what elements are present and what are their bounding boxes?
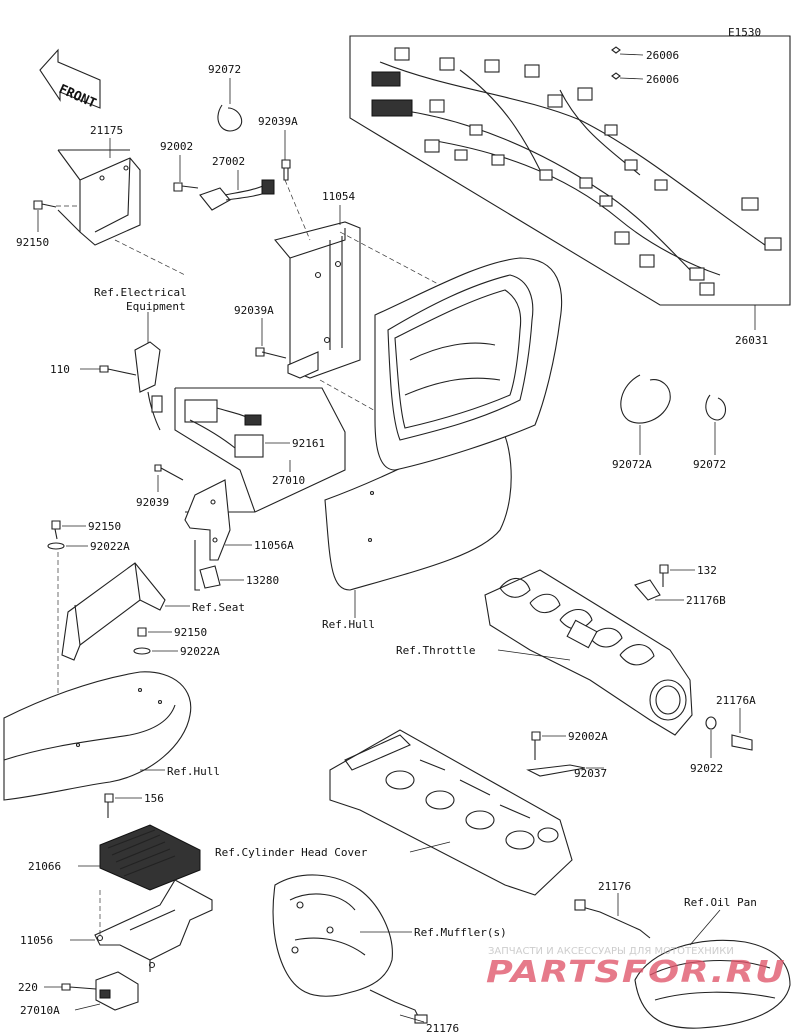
label-27002: 27002 bbox=[212, 155, 245, 168]
label-92002a: 92002A bbox=[568, 730, 608, 743]
label-92039a-top: 92039A bbox=[258, 115, 298, 128]
washer-92022 bbox=[705, 716, 717, 730]
sensor-21176-bottom bbox=[369, 989, 421, 1021]
label-156: 156 bbox=[144, 792, 164, 805]
label-11056: 11056 bbox=[20, 934, 53, 947]
watermark-caption: ЗАПЧАСТИ И АКСЕССУАРЫ ДЛЯ МОТОТЕХНИКИ bbox=[488, 946, 734, 957]
band-92072a bbox=[620, 374, 671, 424]
front-arrow: FRONT bbox=[39, 48, 101, 112]
gasket-92037 bbox=[526, 764, 586, 777]
label-92037-visible: 92037 bbox=[574, 767, 607, 780]
bolt-92150-top bbox=[33, 200, 57, 210]
label-11056a: 11056A bbox=[254, 539, 294, 552]
label-26031: 26031 bbox=[735, 334, 768, 347]
wiring-harness-26031 bbox=[349, 35, 791, 330]
label-11054: 11054 bbox=[322, 190, 355, 203]
label-92150-a: 92150 bbox=[88, 520, 121, 533]
label-92072-right: 92072 bbox=[693, 458, 726, 471]
clamp-13280 bbox=[194, 540, 221, 591]
bolt-92039a-top bbox=[281, 159, 291, 181]
label-21176a: 21176A bbox=[716, 694, 756, 707]
label-92022a-b: 92022A bbox=[180, 645, 220, 658]
regulator-21066 bbox=[99, 824, 201, 891]
label-21066: 21066 bbox=[28, 860, 61, 873]
label-ref-seat: Ref.Seat bbox=[192, 601, 245, 614]
label-92002: 92002 bbox=[160, 140, 193, 153]
sensor-27010a bbox=[95, 971, 139, 1011]
bolt-92002a bbox=[531, 731, 541, 760]
label-132: 132 bbox=[697, 564, 717, 577]
label-220: 220 bbox=[18, 981, 38, 994]
watermark: ЗАПЧАСТИ И АКСЕССУАРЫ ДЛЯ МОТОТЕХНИКИ PA… bbox=[486, 946, 786, 990]
seat-bracket bbox=[61, 562, 166, 661]
label-92039a-mid: 92039A bbox=[234, 304, 274, 317]
watermark-logo: PARTSFOR.RU bbox=[486, 955, 786, 990]
label-21176-right: 21176 bbox=[598, 880, 631, 893]
label-92039: 92039 bbox=[136, 496, 169, 509]
diagram-code: E1530 bbox=[728, 26, 761, 39]
ecu-21175 bbox=[57, 149, 141, 246]
label-ref-electrical-line1: Ref.Electrical bbox=[94, 286, 187, 299]
bolt-92039 bbox=[154, 464, 184, 481]
label-ref-cylinder-head-cover: Ref.Cylinder Head Cover bbox=[215, 846, 368, 859]
label-ref-hull-left: Ref.Hull bbox=[167, 765, 220, 778]
clip-92072-top bbox=[217, 104, 243, 132]
label-21175: 21175 bbox=[90, 124, 123, 137]
bolt-156 bbox=[104, 793, 114, 818]
fuse-box bbox=[134, 341, 163, 431]
bolt-92039a-mid bbox=[255, 347, 287, 359]
label-92150-b: 92150 bbox=[174, 626, 207, 639]
cylinder-head-cover bbox=[329, 729, 573, 896]
bolt-220 bbox=[61, 983, 97, 991]
label-ref-throttle: Ref.Throttle bbox=[396, 644, 475, 657]
oil-pan bbox=[634, 939, 791, 1029]
sensor-21176-right bbox=[574, 904, 651, 939]
label-26006-a: 26006 bbox=[646, 49, 679, 62]
bolt-110 bbox=[99, 365, 137, 376]
label-ref-mufflers: Ref.Muffler(s) bbox=[414, 926, 507, 939]
label-ref-electrical-line2: Equipment bbox=[126, 300, 186, 313]
bracket-11056a bbox=[184, 479, 231, 561]
label-92022: 92022 bbox=[690, 762, 723, 775]
label-27010a: 27010A bbox=[20, 1004, 60, 1017]
washer-92022a-a bbox=[47, 542, 65, 550]
label-92022a-a: 92022A bbox=[90, 540, 130, 553]
muffler bbox=[272, 874, 393, 997]
relay-27002 bbox=[199, 179, 275, 211]
label-92150-top: 92150 bbox=[16, 236, 49, 249]
hull-opening bbox=[324, 257, 563, 591]
label-27010: 27010 bbox=[272, 474, 305, 487]
label-21176-bottom: 21176 bbox=[426, 1022, 459, 1033]
bolt-92150-a bbox=[51, 520, 61, 540]
label-21176b: 21176B bbox=[686, 594, 726, 607]
label-110: 110 bbox=[50, 363, 70, 376]
bolt-92150-b bbox=[137, 627, 147, 637]
bolt-92002 bbox=[173, 182, 199, 192]
label-13280: 13280 bbox=[246, 574, 279, 587]
bracket-11056 bbox=[94, 879, 213, 972]
label-26006-b: 26006 bbox=[646, 73, 679, 86]
hull-left bbox=[3, 671, 192, 801]
label-92161: 92161 bbox=[292, 437, 325, 450]
sensor-21176a bbox=[731, 734, 753, 751]
washer-92022a-b bbox=[133, 647, 151, 655]
relay-92161 bbox=[174, 387, 346, 513]
clip-92072-right bbox=[705, 394, 727, 421]
label-92072a: 92072A bbox=[612, 458, 652, 471]
label-92072-top: 92072 bbox=[208, 63, 241, 76]
throttle-body bbox=[484, 569, 693, 736]
bracket-11054 bbox=[274, 221, 361, 379]
bolt-132 bbox=[659, 564, 669, 587]
label-ref-hull-mid: Ref.Hull bbox=[322, 618, 375, 631]
label-ref-oil-pan: Ref.Oil Pan bbox=[684, 896, 757, 909]
